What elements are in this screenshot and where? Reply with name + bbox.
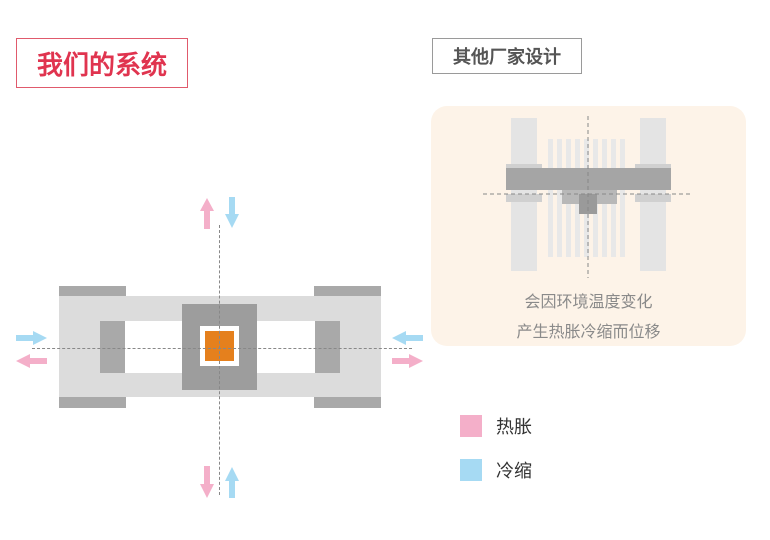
legend-label-contract: 冷缩 bbox=[496, 461, 532, 482]
support-pad-left bbox=[100, 321, 125, 373]
support-pad-right bbox=[315, 321, 340, 373]
arrow-contract-left bbox=[392, 331, 423, 345]
arrow-expand-right bbox=[392, 354, 423, 368]
panel-caption-line1: 会因环境温度变化 bbox=[524, 292, 653, 311]
arrow-expand-down bbox=[200, 466, 214, 498]
title-other-vendors: 其他厂家设计 bbox=[432, 38, 582, 74]
arrow-contract-down bbox=[225, 197, 239, 228]
legend-swatch-expand bbox=[460, 415, 482, 437]
cap-bottom-right bbox=[314, 397, 381, 408]
arrow-expand-left bbox=[16, 354, 47, 368]
other-design-diagram bbox=[483, 116, 693, 278]
legend-swatch-contract bbox=[460, 459, 482, 481]
panel-caption-line2: 产生热胀冷缩而位移 bbox=[516, 322, 661, 341]
horizontal-axis-line bbox=[32, 348, 412, 349]
cap-bottom-left bbox=[59, 397, 126, 408]
title-our-system: 我们的系统 bbox=[16, 38, 188, 88]
cap-top-left bbox=[59, 286, 126, 296]
vertical-axis-line bbox=[219, 225, 220, 495]
legend-label-expand: 热胀 bbox=[496, 417, 532, 438]
arrow-contract-right bbox=[16, 331, 47, 345]
arrow-contract-up bbox=[225, 467, 239, 498]
cap-top-right bbox=[314, 286, 381, 296]
arrow-expand-up bbox=[200, 198, 214, 229]
